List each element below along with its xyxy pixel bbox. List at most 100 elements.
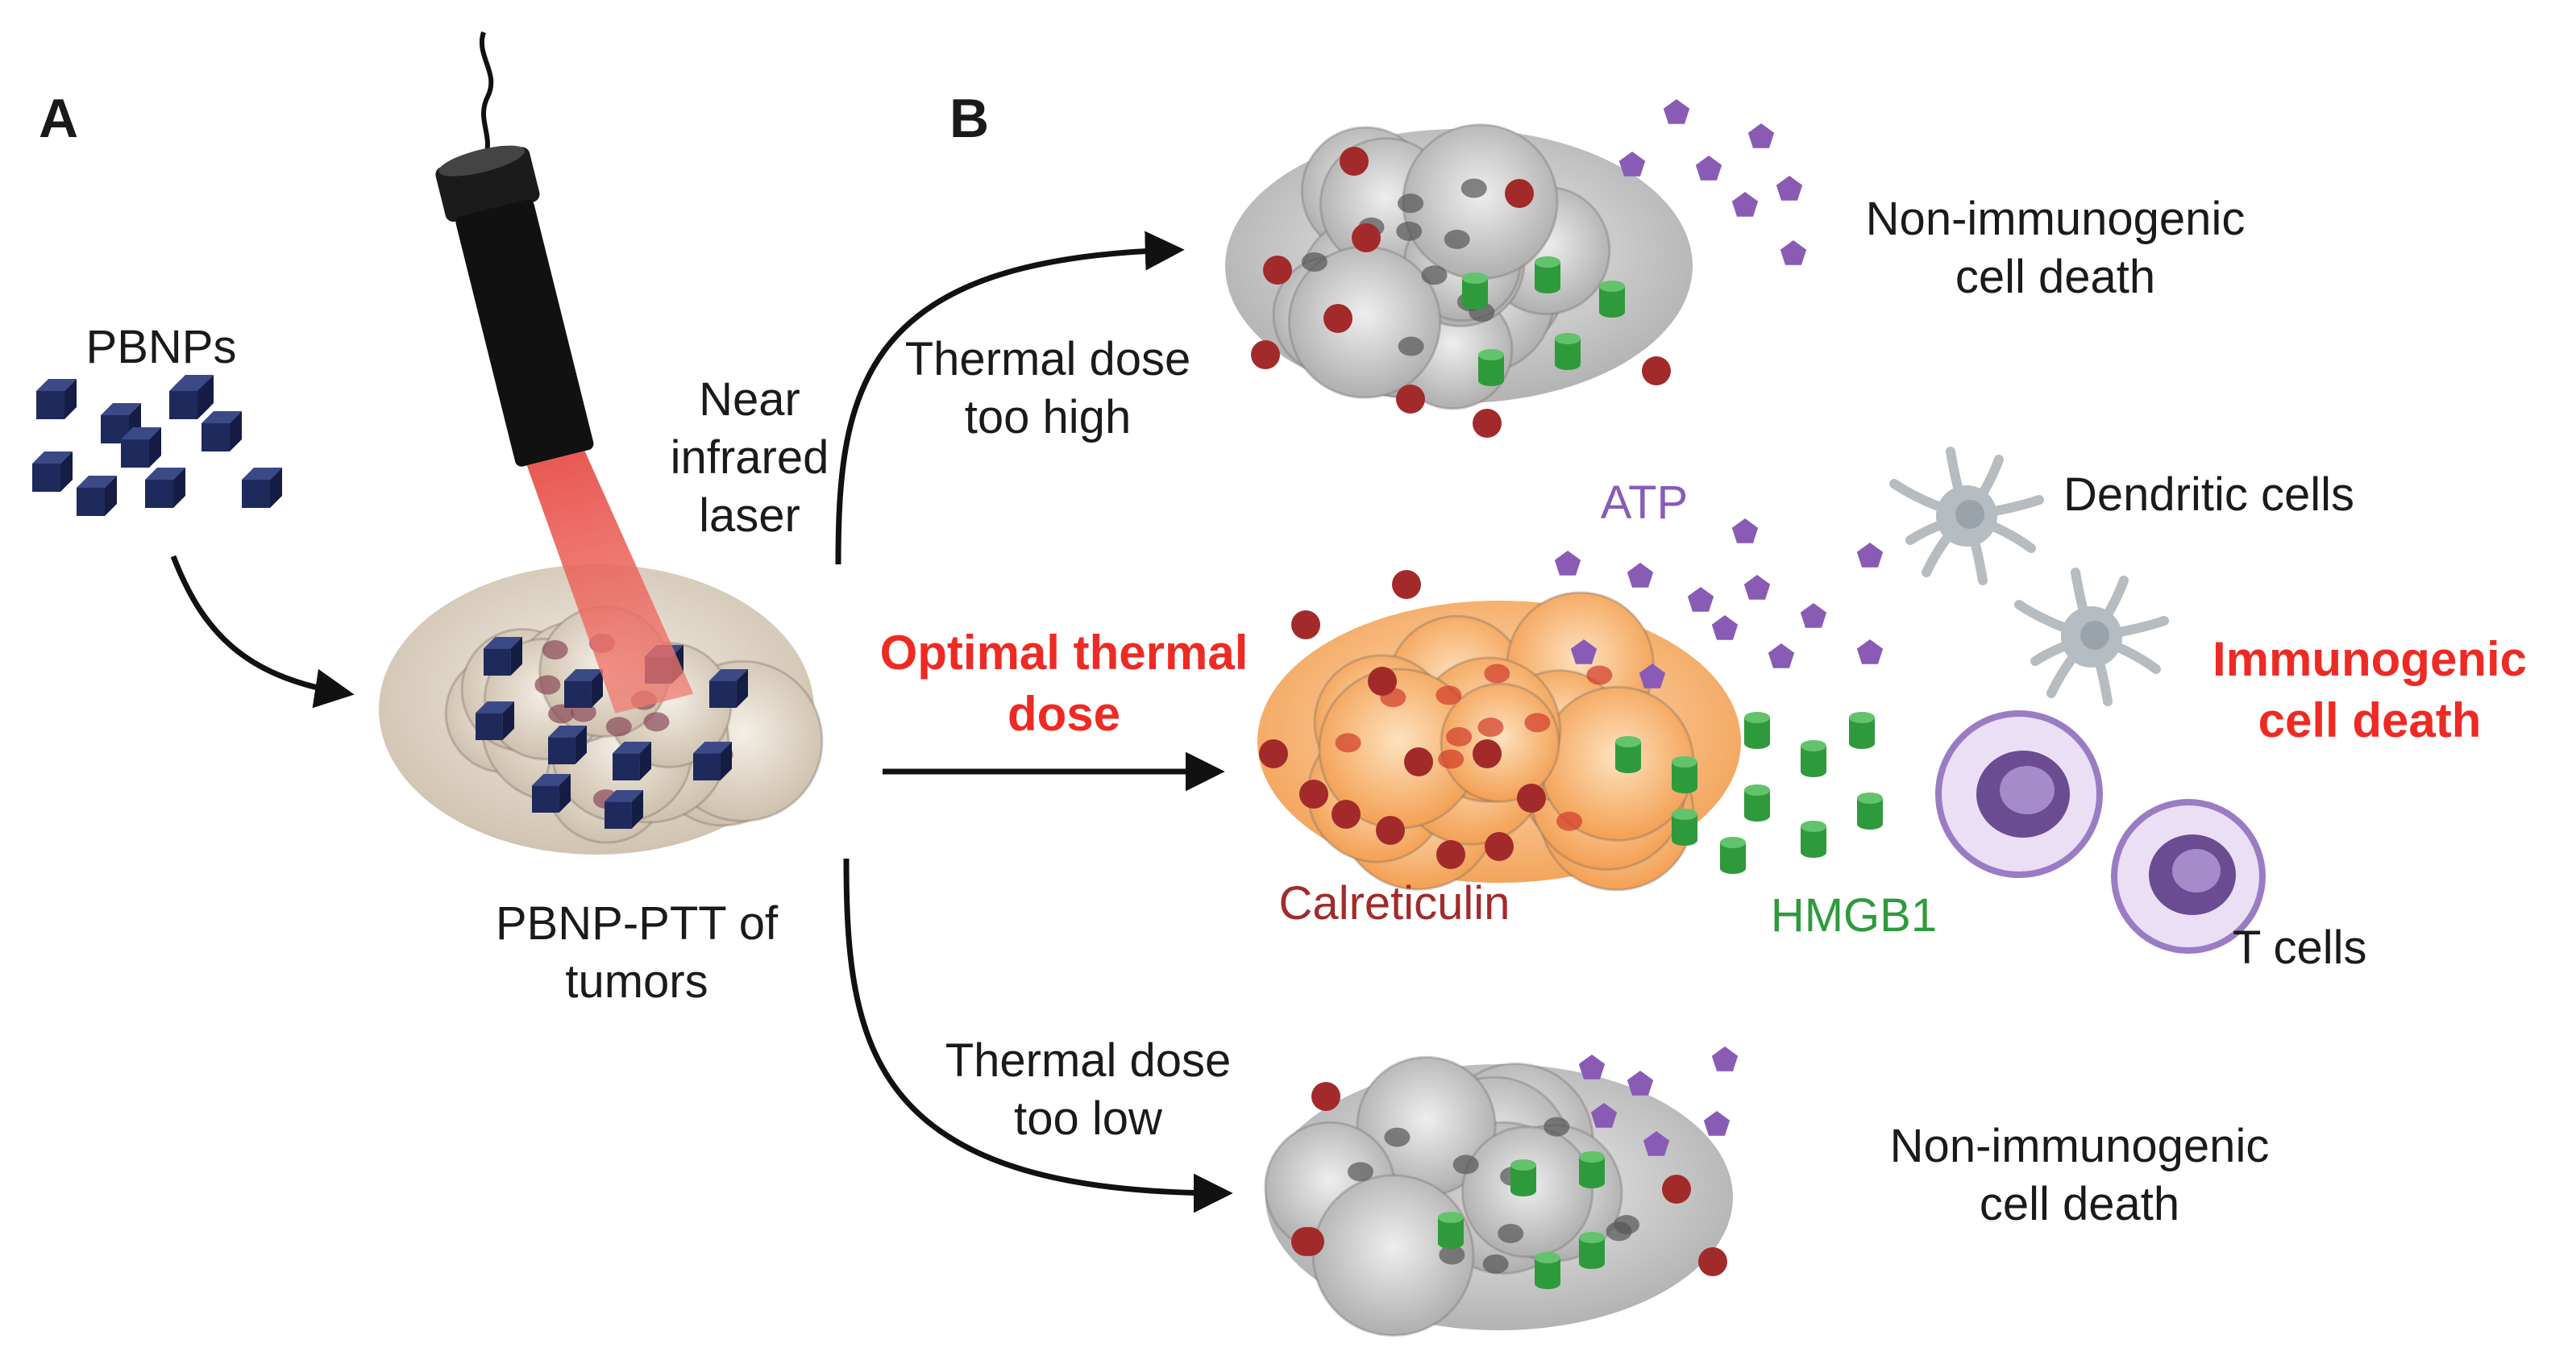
gray-cell-nucleus: [1452, 1155, 1479, 1175]
hmgb1-cylinder-icon: [1801, 740, 1826, 777]
hot-cell-nucleus: [1586, 665, 1613, 685]
pbnps-label: PBNPs: [85, 321, 237, 373]
hmgb1-cylinder-icon: [1615, 736, 1641, 773]
laser-label: Near infrared laser: [629, 371, 870, 545]
hot-cell-nucleus: [1477, 718, 1504, 738]
pbnp-particles: [32, 375, 282, 516]
atp-pentagon-icon: [1703, 1111, 1730, 1136]
tumor-cell-nucleus: [534, 675, 561, 695]
dendritic-cell-icon: [1889, 447, 2169, 706]
high-dose-line1: Thermal dose: [904, 333, 1191, 385]
pbnp-cube-icon: [693, 742, 732, 780]
tumor-cell-nucleus: [542, 640, 568, 660]
atp-pentagon-icon: [1743, 575, 1771, 600]
gray-cell-nucleus: [1544, 1117, 1570, 1137]
hot-cell-nucleus: [1556, 811, 1583, 831]
immunogenic-line1: Immunogenic: [2212, 632, 2528, 686]
low-dose-line1: Thermal dose: [945, 1034, 1232, 1087]
gray-cell-nucleus: [1439, 1245, 1465, 1265]
hmgb1-cylinder-icon: [1672, 756, 1697, 793]
hmgb1-cylinder-icon: [1579, 1151, 1605, 1188]
optimal-dose-label: Optimal thermal dose: [846, 622, 1282, 745]
atp-pentagon-icon: [1618, 152, 1646, 177]
optimal-dose-line1: Optimal thermal: [879, 626, 1249, 680]
calreticulin-dot: [1505, 179, 1534, 208]
calreticulin-dot: [1642, 356, 1671, 385]
pbnp-cube-icon: [484, 637, 522, 676]
arrow-high-dose: [835, 231, 1185, 565]
pbnp-cube-icon: [242, 468, 282, 508]
dead-cells-bottom: [1264, 1055, 1733, 1338]
atp-pentagon-icon: [1856, 543, 1884, 568]
gray-cell-nucleus: [1398, 193, 1424, 214]
atp-label: ATP: [1600, 476, 1689, 529]
atp-pentagon-icon: [1578, 1055, 1606, 1080]
high-dose-line2: too high: [964, 391, 1132, 443]
hmgb1-cylinder-icon: [1555, 333, 1581, 370]
calreticulin-dot: [1662, 1175, 1691, 1204]
gray-cell-nucleus: [1347, 1162, 1373, 1182]
nonimmunogenic-bottom-label: Non-immunogenic cell death: [1838, 1117, 2321, 1234]
hmgb1-label: HMGB1: [1770, 889, 1938, 942]
calreticulin-dot: [1311, 1082, 1340, 1111]
hot-cell-nucleus: [1484, 664, 1510, 684]
hmgb1-cylinder-icon: [1720, 837, 1746, 874]
pbnp-cube-icon: [532, 774, 571, 813]
dendritic-cell-icon: [2014, 568, 2169, 706]
pbnp-cube-icon: [564, 669, 603, 708]
hmgb1-cylinder-icon: [1744, 712, 1770, 749]
tumor-cell-nucleus: [605, 717, 632, 737]
t-cells-label: T cells: [2233, 922, 2367, 974]
atp-pentagon-icon: [1856, 639, 1884, 664]
calreticulin-dot: [1473, 739, 1502, 768]
t-cell-icon: [1935, 710, 2266, 954]
hmgb1-cylinder-icon: [1599, 281, 1625, 318]
high-dose-label: Thermal dose too high: [870, 331, 1225, 447]
calreticulin-dot: [1368, 667, 1397, 696]
nonimmunogenic-top-label: Non-immunogenic cell death: [1814, 190, 2297, 306]
calreticulin-label: Calreticulin: [1278, 877, 1510, 930]
nonimmunogenic-bottom-line1: Non-immunogenic: [1889, 1120, 2270, 1172]
hmgb1-cylinder-icon: [1438, 1212, 1464, 1249]
hmgb1-cylinder-icon: [1535, 1252, 1560, 1289]
atp-pentagon-icon: [1695, 156, 1722, 181]
gray-cell-nucleus: [1301, 252, 1327, 273]
hmgb1-cylinder-icon: [1857, 793, 1883, 830]
calreticulin-dot: [1517, 784, 1546, 813]
hot-cell-nucleus: [1446, 726, 1473, 747]
atp-pentagon-icon: [1663, 99, 1690, 124]
atp-pentagon-icon: [1711, 1046, 1739, 1071]
calreticulin-dot: [1396, 385, 1425, 414]
hot-cell-nucleus: [1438, 749, 1465, 769]
hmgb1-cylinder-icon: [1744, 784, 1770, 822]
pbnp-cube-icon: [36, 379, 77, 419]
gray-cell-nucleus: [1613, 1215, 1639, 1235]
immunogenic-line2: cell death: [2258, 693, 2482, 747]
optimal-dose-line2: dose: [1007, 687, 1121, 741]
calreticulin-dot: [1323, 304, 1352, 333]
panel-label-a: A: [39, 88, 79, 149]
calreticulin-dot: [1291, 610, 1320, 639]
pbnp-cube-icon: [476, 701, 514, 740]
calreticulin-dots: [1251, 147, 1727, 1276]
laser-device-icon: [435, 31, 694, 714]
hmgb1-cylinder-icon: [1801, 821, 1826, 858]
hot-cell-nucleus: [1335, 733, 1361, 753]
atp-pentagon-icon: [1747, 123, 1775, 148]
calreticulin-dot: [1485, 832, 1514, 861]
pbnp-cube-icon: [605, 790, 643, 829]
hmgb1-cylinder-icon: [1462, 273, 1488, 310]
calreticulin-dot: [1299, 780, 1328, 809]
calreticulin-dot: [1698, 1247, 1727, 1276]
hmgb1-cylinder-icon: [1579, 1232, 1605, 1269]
pbnp-cube-icon: [32, 451, 73, 492]
ptt-label-line2: tumors: [565, 955, 708, 1008]
gray-cell-nucleus: [1398, 336, 1424, 356]
calreticulin-dot: [1263, 256, 1292, 285]
pbnp-cube-icon: [77, 476, 117, 516]
calreticulin-dot: [1436, 840, 1465, 869]
ptt-label: PBNP-PTT of tumors: [435, 895, 838, 1011]
hmgb1-cylinder-icon: [1849, 712, 1875, 749]
atp-pentagon-icon: [1768, 643, 1795, 668]
calreticulin-dot: [1251, 340, 1280, 369]
